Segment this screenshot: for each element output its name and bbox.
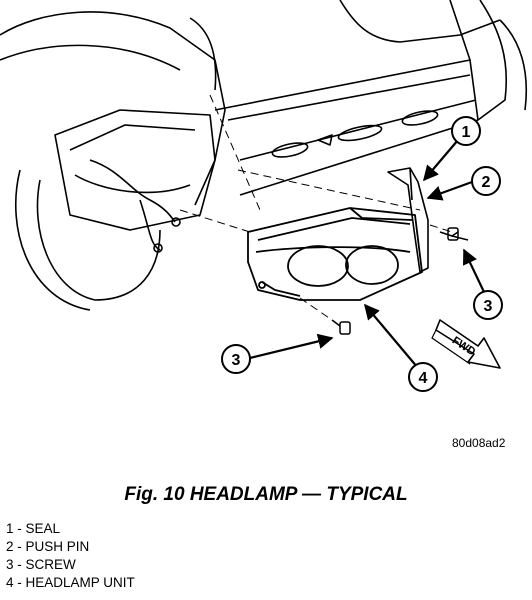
figure-caption: Fig. 10 HEADLAMP — TYPICAL: [124, 484, 408, 505]
alignment-lines: [179, 94, 453, 321]
leader-2: [426, 180, 473, 201]
headlamp-unit: [247, 207, 423, 301]
headlamp-exploded-diagram: 1 2 3 3 4 FWD: [0, 0, 528, 392]
figure-code: 80d08ad2: [452, 436, 506, 450]
legend-item-headlamp-unit: 4 - HEADLAMP UNIT: [6, 575, 135, 590]
svg-text:3: 3: [232, 352, 241, 369]
callout-1: 1: [451, 116, 481, 146]
leader-3-lower: [249, 333, 334, 360]
callout-3-upper: 3: [473, 290, 503, 320]
svg-text:4: 4: [419, 370, 428, 387]
callout-4: 4: [408, 362, 438, 392]
legend-item-push-pin: 2 - PUSH PIN: [6, 539, 90, 554]
callout-2: 2: [471, 166, 501, 196]
screw-upper: [439, 227, 469, 241]
callout-3-lower: 3: [221, 344, 251, 374]
svg-text:1: 1: [462, 124, 471, 141]
vehicle-front-structure: [0, 0, 528, 311]
callout-leaders: [249, 139, 485, 369]
headlamp-lens-right: [345, 245, 399, 285]
seal-component: [387, 167, 429, 273]
svg-text:3: 3: [484, 298, 493, 315]
legend-item-screw: 3 - SCREW: [6, 557, 76, 572]
legend-item-seal: 1 - SEAL: [6, 521, 61, 536]
leader-4: [364, 303, 419, 369]
leader-3-upper: [463, 248, 485, 293]
headlamp-lens-left: [287, 245, 349, 287]
leader-1: [423, 139, 459, 182]
screw-lower: [331, 319, 351, 335]
svg-text:2: 2: [482, 174, 491, 191]
fwd-arrow-icon: FWD: [431, 319, 501, 369]
parts-legend: 1 - SEAL 2 - PUSH PIN 3 - SCREW 4 - HEAD…: [6, 520, 135, 592]
